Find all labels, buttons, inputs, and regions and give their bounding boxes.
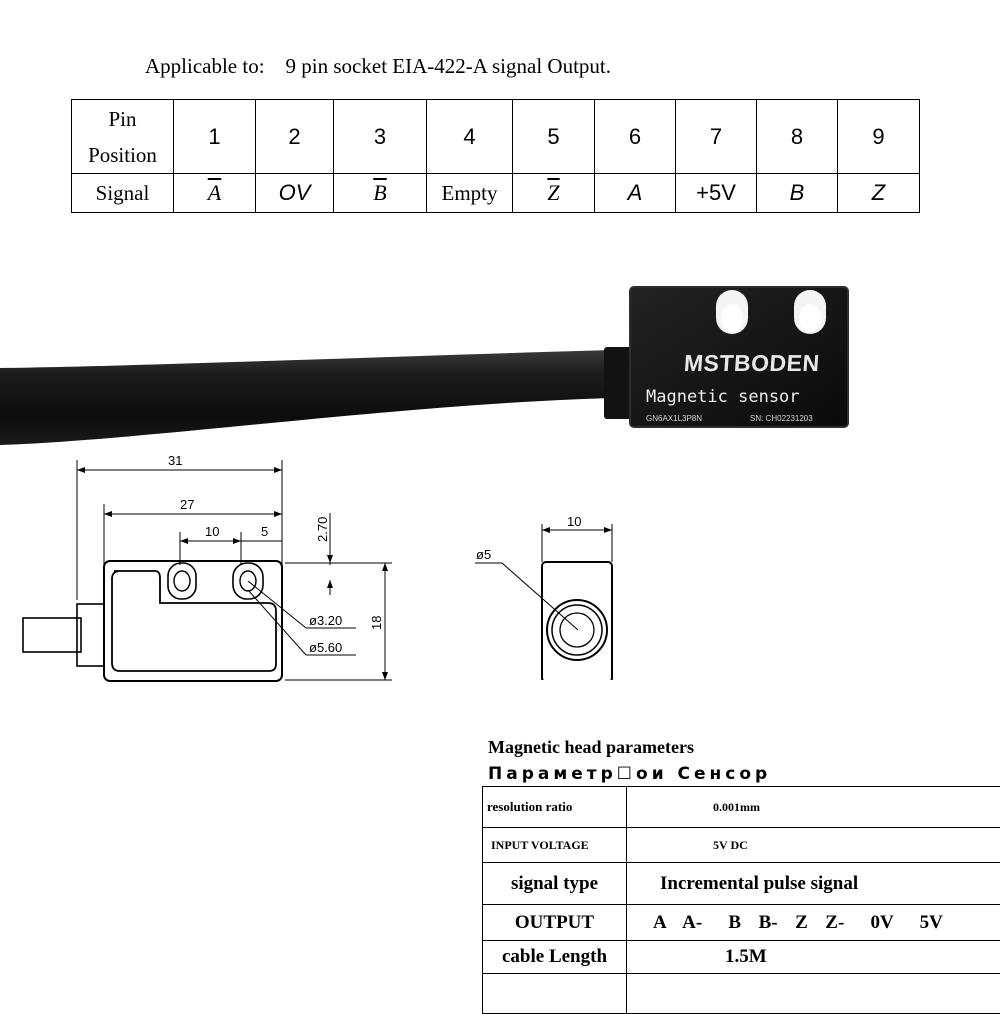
signal-cell: B bbox=[757, 174, 838, 213]
params-row: INPUT VOLTAGE 5V DC bbox=[483, 828, 1000, 863]
pin-cell: 7 bbox=[676, 100, 757, 174]
params-row: OUTPUT A A- B B- Z Z- 0V 5V bbox=[483, 905, 1000, 941]
signal-row: Signal A OV B Empty Z A +5V B Z bbox=[72, 174, 920, 213]
side-view-drawing: 31 27 10 5 2.70 ø3.20 ø5.60 18 bbox=[0, 440, 420, 700]
params-row: cable Length 1.5M bbox=[483, 941, 1000, 974]
param-value-empty bbox=[627, 974, 1000, 1014]
signal-cell: A bbox=[174, 174, 256, 213]
pin-cell: 5 bbox=[513, 100, 595, 174]
pin-header-line2: Position bbox=[72, 137, 173, 173]
pin-cell: 2 bbox=[256, 100, 334, 174]
dim-hole-large: ø5.60 bbox=[309, 640, 342, 655]
dim-hole-offset: 5 bbox=[261, 524, 268, 539]
model-code: GN6AX1L3P8N bbox=[646, 414, 702, 423]
signal-a-not: A bbox=[208, 180, 221, 205]
signal-cell: Z bbox=[513, 174, 595, 213]
signal-cell: OV bbox=[256, 174, 334, 213]
signal-cell: Z bbox=[838, 174, 920, 213]
param-value: 0.001mm bbox=[627, 787, 1000, 828]
pin-cell: 6 bbox=[595, 100, 676, 174]
pin-header-line1: Pin bbox=[72, 101, 173, 137]
params-row: signal type Incremental pulse signal bbox=[483, 863, 1000, 905]
signal-cell: A bbox=[595, 174, 676, 213]
pin-cell: 9 bbox=[838, 100, 920, 174]
param-key: INPUT VOLTAGE bbox=[483, 828, 627, 863]
param-value: 5V DC bbox=[627, 828, 1000, 863]
pin-cell: 8 bbox=[757, 100, 838, 174]
params-row-empty bbox=[483, 974, 1000, 1014]
applicable-to-text: Applicable to: 9 pin socket EIA-422-A si… bbox=[145, 54, 611, 79]
signal-cell: +5V bbox=[676, 174, 757, 213]
pin-cell: 3 bbox=[334, 100, 427, 174]
pin-cell: 1 bbox=[174, 100, 256, 174]
end-view-drawing: 10 ø5 bbox=[460, 500, 640, 680]
pin-position-row: Pin Position 1 2 3 4 5 6 7 8 9 bbox=[72, 100, 920, 174]
params-title-russian: Параметр☐ои Сенсор bbox=[488, 764, 771, 784]
dim-end-width: 10 bbox=[567, 514, 581, 529]
param-key: resolution ratio bbox=[483, 787, 627, 828]
dim-hole-small: ø3.20 bbox=[309, 613, 342, 628]
params-row: resolution ratio 0.001mm bbox=[483, 787, 1000, 828]
signal-cell: Empty bbox=[427, 174, 513, 213]
serial-number: SN: CH02231203 bbox=[750, 414, 813, 423]
signal-header: Signal bbox=[72, 174, 174, 213]
param-key: cable Length bbox=[483, 941, 627, 974]
param-value: Incremental pulse signal bbox=[627, 863, 1000, 905]
pin-assignment-table: Pin Position 1 2 3 4 5 6 7 8 9 Signal A … bbox=[71, 99, 920, 213]
dim-height: 18 bbox=[369, 616, 384, 630]
param-key-empty bbox=[483, 974, 627, 1014]
params-title: Magnetic head parameters bbox=[488, 737, 694, 758]
brand-logo: MSTBODEN bbox=[683, 350, 821, 377]
param-key: OUTPUT bbox=[483, 905, 627, 941]
product-label: Magnetic sensor bbox=[646, 387, 800, 407]
signal-b-not: B bbox=[373, 180, 386, 205]
param-key: signal type bbox=[483, 863, 627, 905]
dim-overall-width: 31 bbox=[168, 453, 182, 468]
signal-cell: B bbox=[334, 174, 427, 213]
dim-body-width: 27 bbox=[180, 497, 194, 512]
params-table: resolution ratio 0.001mm INPUT VOLTAGE 5… bbox=[482, 786, 1000, 1014]
param-value: 1.5M bbox=[627, 941, 1000, 974]
cable bbox=[0, 350, 612, 445]
pin-position-header: Pin Position bbox=[72, 100, 174, 174]
dim-hole-depth: 2.70 bbox=[315, 517, 330, 542]
signal-z-not: Z bbox=[547, 180, 559, 205]
dim-hole-spacing: 10 bbox=[205, 524, 219, 539]
dim-cable-diameter: ø5 bbox=[476, 547, 491, 562]
pin-cell: 4 bbox=[427, 100, 513, 174]
param-value: A A- B B- Z Z- 0V 5V bbox=[627, 905, 1000, 941]
